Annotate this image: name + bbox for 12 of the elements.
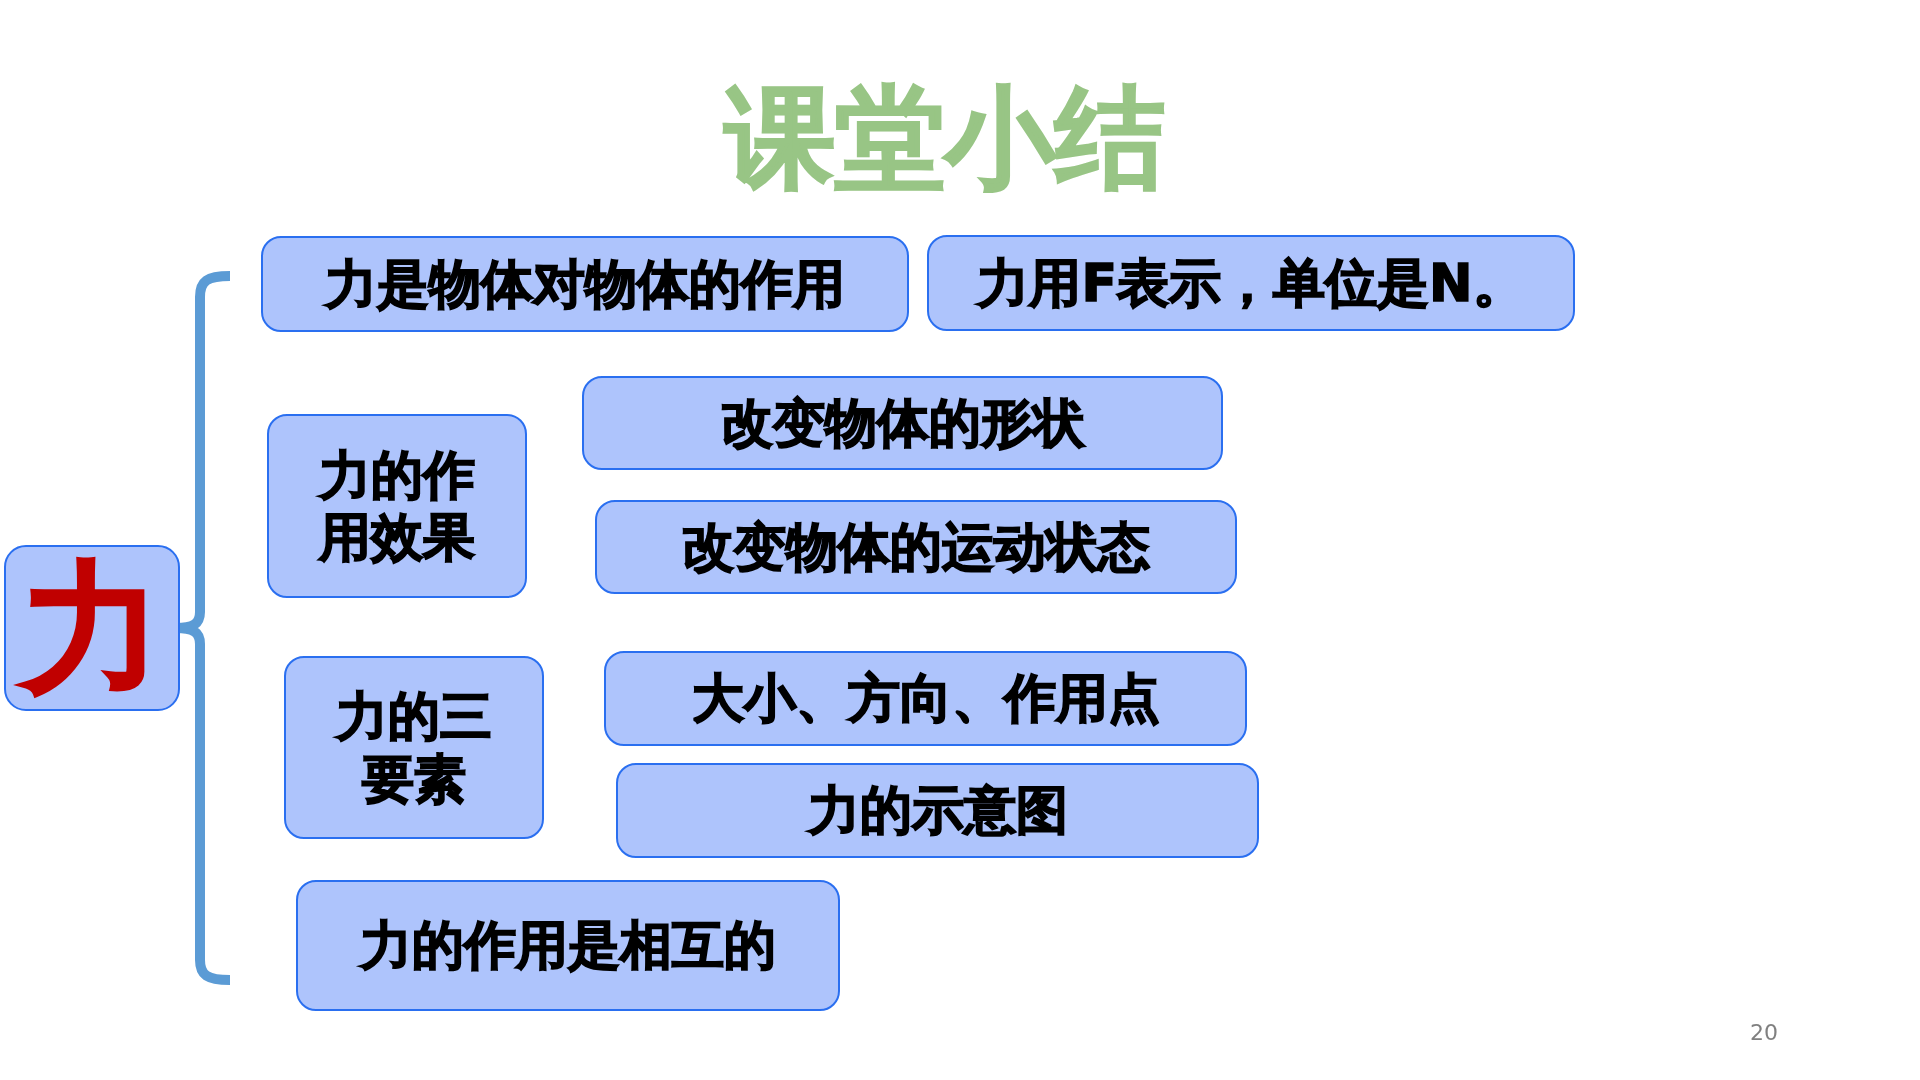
concept-card: 力的三要素 [284,656,544,839]
concept-card: 力是物体对物体的作用 [261,236,909,332]
concept-card: 力的作用是相互的 [296,880,840,1011]
concept-card: 大小、方向、作用点 [604,651,1247,746]
page-number: 20 [1750,1020,1778,1045]
slide-title: 课堂小结 [725,78,1165,199]
concept-card: 力的作用效果 [267,414,527,598]
concept-card: 改变物体的运动状态 [595,500,1237,594]
concept-card: 力用F表示，单位是N。 [927,235,1575,331]
topic-card: 力 [4,545,180,711]
concept-card: 力的示意图 [616,763,1259,858]
concept-card: 改变物体的形状 [582,376,1223,470]
